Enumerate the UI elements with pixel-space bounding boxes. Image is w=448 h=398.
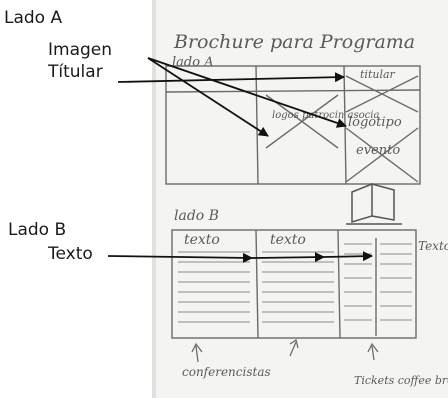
arrow-texto-col3	[323, 251, 373, 262]
note-conferencistas: conferencistas	[182, 365, 271, 379]
arrow-texto-col2	[251, 252, 325, 263]
brochure-icon	[346, 182, 402, 225]
col1-header: texto	[184, 232, 220, 248]
label-titular: Títular	[48, 62, 103, 82]
col2-header: texto	[270, 232, 306, 248]
arrow-imagen-logos	[147, 57, 269, 137]
cell-logotipo: logotipo	[348, 115, 402, 130]
side-a-panel	[165, 65, 421, 185]
col3-header: Texto	[418, 239, 448, 253]
annotation-arrows	[107, 57, 373, 263]
arrow-titular	[117, 72, 345, 83]
bottom-pointers	[191, 339, 379, 363]
label-imagen: Imagen	[48, 40, 113, 60]
label-texto: Texto	[48, 244, 93, 264]
paper-edge	[152, 0, 156, 398]
sketch-title: Brochure para Programa	[173, 31, 415, 53]
label-side-a: Lado A	[4, 8, 63, 28]
note-tickets: Tickets coffee breaks	[354, 374, 448, 387]
sketch-side-b: lado B	[174, 208, 219, 224]
cell-logos: logos patrocin asocia	[272, 110, 379, 121]
side-b-panel	[171, 229, 417, 339]
arrow-texto-col1	[107, 252, 253, 263]
cell-evento: evento	[356, 143, 400, 158]
arrow-imagen-logotipo	[147, 57, 347, 128]
cell-titular: titular	[360, 68, 396, 81]
label-side-b: Lado B	[8, 220, 67, 240]
